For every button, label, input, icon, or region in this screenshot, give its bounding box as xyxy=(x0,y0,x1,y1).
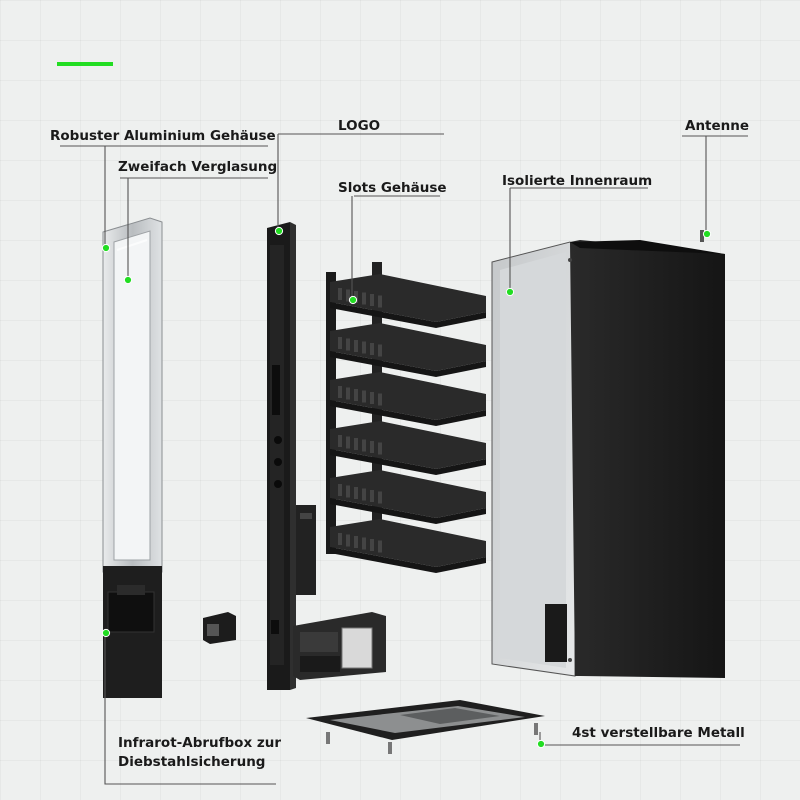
callout-dot-logo xyxy=(274,226,284,236)
door-frame xyxy=(102,217,163,698)
callout-dot-ir-box xyxy=(101,628,111,638)
callout-dot-feet xyxy=(536,739,546,749)
callout-dot-frame xyxy=(101,243,111,253)
rack-shelf xyxy=(330,470,486,524)
label-ir-box-line2: Diebstahlsicherung xyxy=(118,754,266,770)
label-slots: Slots Gehäuse xyxy=(338,180,447,196)
slot-shelves xyxy=(330,274,486,573)
label-antenna: Antenne xyxy=(685,118,750,134)
callout-dot-interior xyxy=(505,287,515,297)
logo-column xyxy=(267,222,316,690)
rack-shelf xyxy=(330,323,486,377)
label-logo: LOGO xyxy=(338,118,381,134)
callout-dot-slots xyxy=(348,295,358,305)
controller-board xyxy=(293,612,386,680)
rack-shelf xyxy=(330,274,486,328)
cabinet xyxy=(491,230,725,678)
rack-shelf xyxy=(330,421,486,475)
label-frame: Robuster Aluminium Gehäuse xyxy=(50,128,276,144)
base-plate xyxy=(306,700,545,754)
label-glazing: Zweifach Verglasung xyxy=(118,159,278,175)
callout-dot-glazing xyxy=(123,275,133,285)
leader-ir-box xyxy=(104,634,276,785)
ir-module xyxy=(203,612,236,644)
label-feet: 4st verstellbare Metall xyxy=(572,725,745,741)
rack-shelf xyxy=(330,519,486,573)
accent-bar xyxy=(57,62,113,66)
label-interior: Isolierte Innenraum xyxy=(502,173,653,189)
rack-shelf xyxy=(330,372,486,426)
callout-dot-antenna xyxy=(702,229,712,239)
label-ir-box-line1: Infrarot-Abrufbox zur xyxy=(118,735,281,751)
